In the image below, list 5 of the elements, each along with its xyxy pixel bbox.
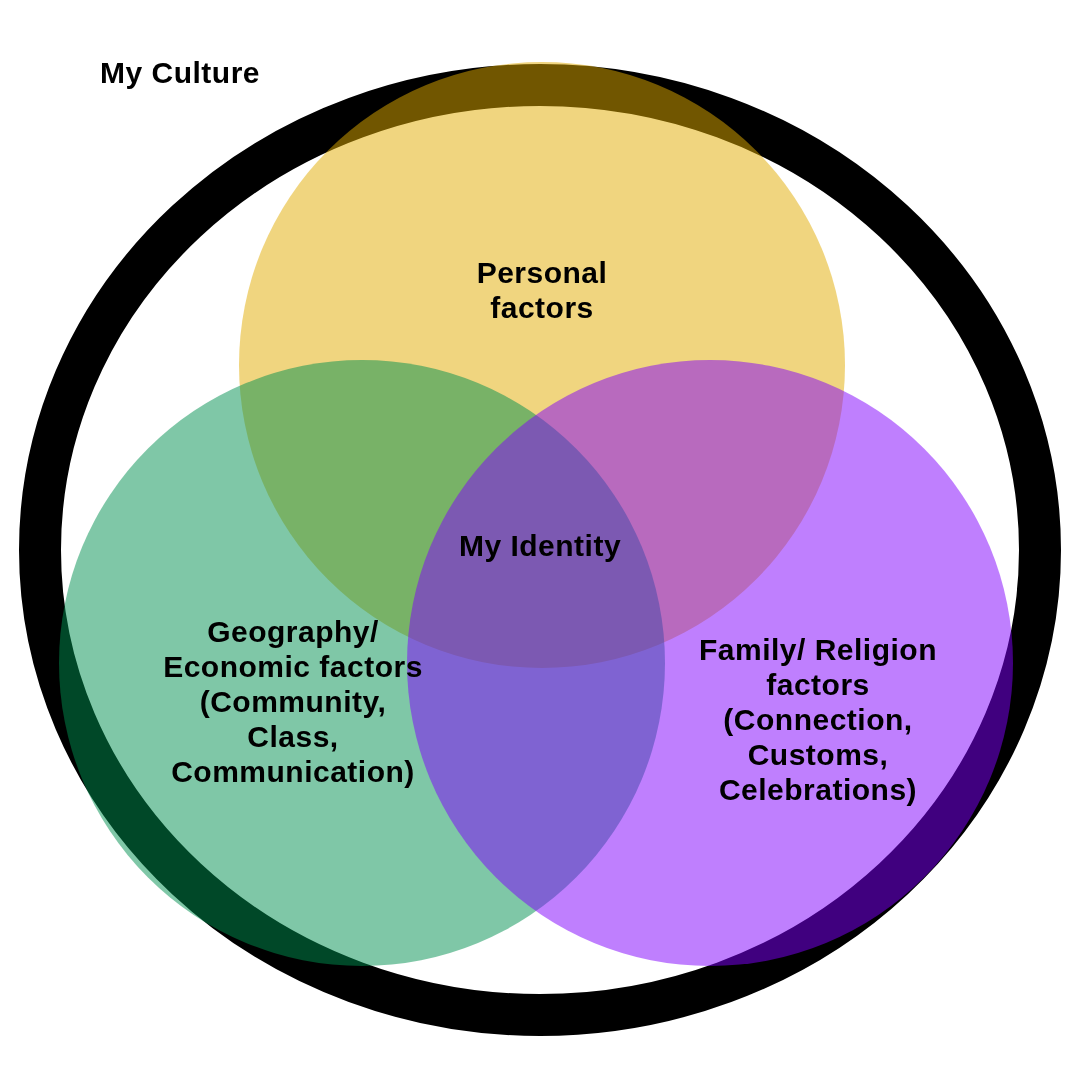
circle-label: Family/ Religion factors (Connection, Customs, Celebrations) [697, 632, 938, 807]
circle-label: Geography/ Economic factors (Community, Class, Communication) [162, 614, 424, 789]
center-label: My Identity [457, 528, 623, 563]
diagram-heading: My Culture [100, 55, 261, 90]
circle-label: Personal factors [475, 255, 609, 325]
